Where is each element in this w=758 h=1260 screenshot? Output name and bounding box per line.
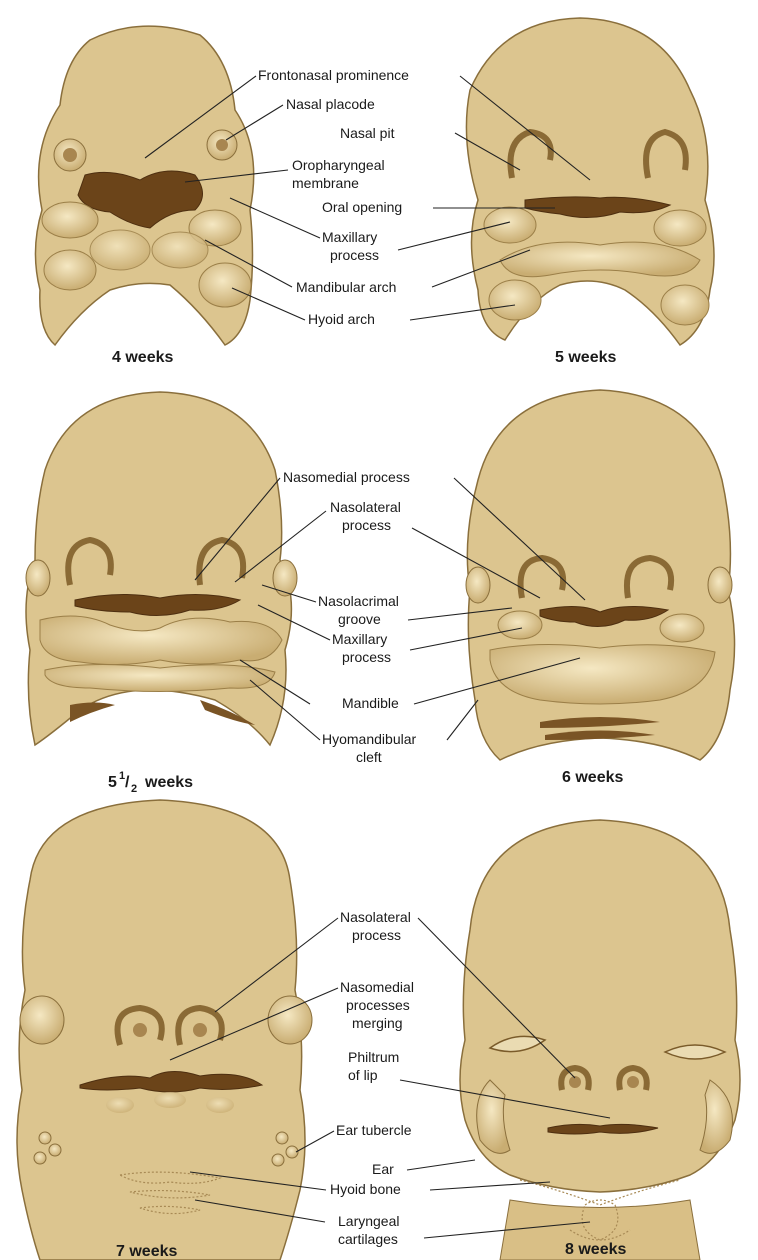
label-membrane: membrane bbox=[292, 175, 359, 191]
label-oropharyngeal: Oropharyngeal bbox=[292, 157, 385, 173]
label-frontonasal-prominence: Frontonasal prominence bbox=[258, 67, 409, 83]
embryo-8-weeks bbox=[460, 820, 740, 1260]
label-oral-opening: Oral opening bbox=[322, 199, 402, 215]
caption-4-weeks: 4 weeks bbox=[112, 349, 173, 366]
label-cartilages: cartilages bbox=[338, 1231, 398, 1247]
label-process-4: process bbox=[352, 927, 401, 943]
label-maxillary-2: Maxillary bbox=[332, 631, 387, 647]
label-mandibular-arch: Mandibular arch bbox=[296, 279, 396, 295]
label-nasolacrimal: Nasolacrimal bbox=[318, 593, 399, 609]
caption-6-weeks: 6 weeks bbox=[562, 769, 623, 786]
caption-5-half-whole: 5 bbox=[108, 774, 117, 791]
label-ear-tubercle: Ear tubercle bbox=[336, 1122, 412, 1138]
embryo-7-weeks bbox=[17, 800, 312, 1260]
embryo-5-half-weeks bbox=[26, 392, 297, 745]
caption-5-half-weeks: 5 1 / 2 weeks bbox=[108, 770, 193, 795]
label-merging: merging bbox=[352, 1015, 403, 1031]
label-process-1: process bbox=[330, 247, 379, 263]
label-hyoid-bone: Hyoid bone bbox=[330, 1181, 401, 1197]
label-groove: groove bbox=[338, 611, 381, 627]
label-laryngeal: Laryngeal bbox=[338, 1213, 400, 1229]
label-maxillary-1: Maxillary bbox=[322, 229, 377, 245]
label-ear: Ear bbox=[372, 1161, 394, 1177]
label-nasal-placode: Nasal placode bbox=[286, 96, 375, 112]
embryo-4-weeks bbox=[35, 26, 253, 345]
embryo-6-weeks bbox=[466, 390, 735, 760]
caption-5-half-denominator: 2 bbox=[131, 783, 137, 795]
caption-8-weeks: 8 weeks bbox=[565, 1241, 626, 1258]
caption-7-weeks: 7 weeks bbox=[116, 1243, 177, 1260]
label-hyomandibular: Hyomandibular bbox=[322, 731, 416, 747]
label-nasolateral-2: Nasolateral bbox=[340, 909, 411, 925]
embryo-5-weeks bbox=[466, 18, 714, 345]
label-hyoid-arch: Hyoid arch bbox=[308, 311, 375, 327]
caption-5-half-weeks-word: weeks bbox=[144, 774, 193, 791]
label-process-3: process bbox=[342, 649, 391, 665]
label-mandible: Mandible bbox=[342, 695, 399, 711]
label-philtrum: Philtrum bbox=[348, 1049, 399, 1065]
label-cleft: cleft bbox=[356, 749, 382, 765]
label-nasomedial: Nasomedial bbox=[340, 979, 414, 995]
caption-5-weeks: 5 weeks bbox=[555, 349, 616, 366]
label-nasal-pit: Nasal pit bbox=[340, 125, 395, 141]
label-nasomedial-process: Nasomedial process bbox=[283, 469, 410, 485]
caption-5-half-slash: / bbox=[125, 774, 130, 791]
label-of-lip: of lip bbox=[348, 1067, 378, 1083]
label-processes: processes bbox=[346, 997, 410, 1013]
label-process-2: process bbox=[342, 517, 391, 533]
label-nasolateral-1: Nasolateral bbox=[330, 499, 401, 515]
